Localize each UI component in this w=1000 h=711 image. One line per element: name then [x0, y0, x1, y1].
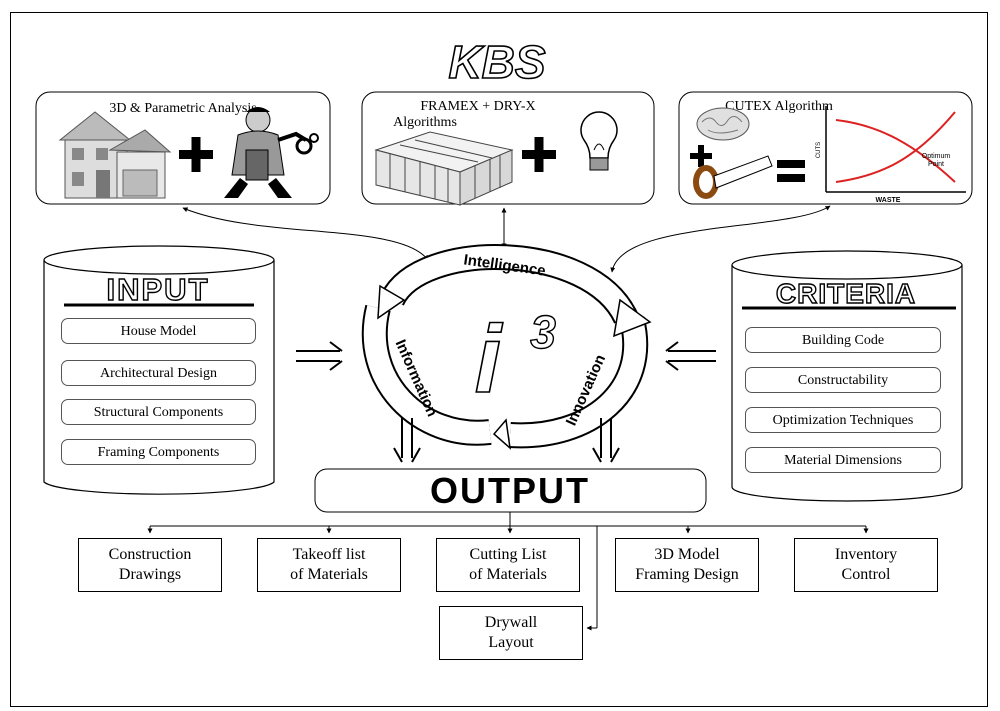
kbs-title: KBS [448, 36, 545, 88]
output-item-line2: of Materials [290, 566, 368, 583]
output-item-line1: Construction [108, 546, 192, 563]
brain-icon [696, 107, 750, 141]
arrow-right-panel-cycle [610, 205, 831, 273]
output-item-line1: Inventory [834, 546, 898, 563]
criteria-title: CRITERIA [776, 278, 916, 309]
criteria-item-optimization-techniques: Optimization Techniques [745, 407, 941, 433]
output-title: OUTPUT [430, 470, 590, 511]
output-item-line2: Control [841, 566, 891, 583]
panel-cutex-title: CUTEX Algorithm [725, 99, 833, 114]
equals-icon [777, 160, 805, 182]
plus-icon [522, 137, 556, 172]
arrow-left-panel-cycle [182, 207, 429, 261]
panel-framex-title-1: FRAMEX + DRY-X [420, 99, 535, 114]
output-item-line2: of Materials [469, 566, 547, 583]
chart-ylabel: CUTS [816, 142, 822, 158]
worker-icon [224, 107, 319, 198]
output-item-construction-drawings: Construction Drawings [78, 538, 222, 592]
panel-framex-title-2: Algorithms [393, 115, 457, 130]
plus-icon [690, 145, 712, 167]
input-item-architectural-design: Architectural Design [61, 360, 256, 386]
plus-icon [179, 137, 213, 172]
input-title: INPUT [107, 272, 210, 307]
output-item-line1: Takeoff list [292, 546, 366, 563]
chart-point-label-1: Optimum [922, 153, 951, 160]
input-item-house-model: House Model [61, 318, 256, 344]
output-connectors [147, 512, 869, 631]
panel-parametric-title: 3D & Parametric Analysis [109, 101, 256, 116]
output-item-line2: Drawings [118, 566, 182, 583]
lightbulb-icon [580, 111, 618, 171]
output-item-line1: Drywall [484, 614, 538, 631]
output-item-3d-model: 3D Model Framing Design [615, 538, 759, 592]
saw-icon [693, 155, 773, 199]
output-item-line2: Framing Design [635, 566, 739, 583]
criteria-item-constructability: Constructability [745, 367, 941, 393]
criteria-item-material-dimensions: Material Dimensions [745, 447, 941, 473]
cycle-exponent: 3 [530, 306, 556, 358]
output-item-cutting-list: Cutting List of Materials [436, 538, 580, 592]
chart-xlabel: WASTE [876, 197, 901, 204]
output-item-line1: Cutting List [469, 546, 547, 563]
i3-cycle [361, 244, 652, 450]
criteria-to-cycle-arrow [665, 341, 716, 371]
cuts-waste-chart: CUTS WASTE Optimum Point [816, 106, 966, 204]
house-icon [58, 111, 172, 199]
cycle-to-output-arrow-left [393, 418, 421, 463]
input-to-cycle-arrow [296, 341, 343, 371]
criteria-item-building-code: Building Code [745, 327, 941, 353]
output-item-drywall-layout: Drywall Layout [439, 606, 583, 660]
cycle-center-i: i [475, 306, 504, 413]
output-item-takeoff-list: Takeoff list of Materials [257, 538, 401, 592]
output-item-line2: Layout [488, 634, 534, 651]
output-item-inventory-control: Inventory Control [794, 538, 938, 592]
diagram-frame [10, 12, 988, 707]
output-item-line1: 3D Model [654, 546, 720, 563]
input-item-framing-components: Framing Components [61, 439, 256, 465]
chart-point-label-2: Point [928, 161, 944, 168]
cycle-to-output-arrow-right [592, 418, 620, 463]
frame-structure-icon [374, 131, 514, 206]
input-item-structural-components: Structural Components [61, 399, 256, 425]
